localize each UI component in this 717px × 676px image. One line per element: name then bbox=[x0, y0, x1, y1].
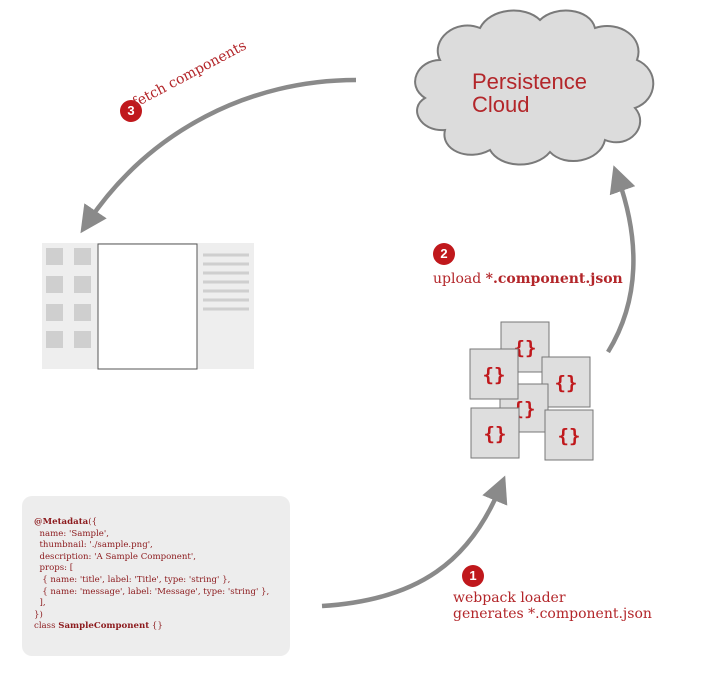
palette-tile bbox=[46, 304, 63, 321]
code-line: { name: 'title', label: 'Title', type: '… bbox=[34, 574, 231, 585]
code-line: ({ bbox=[88, 517, 98, 527]
palette-tile bbox=[74, 276, 91, 293]
step-2-label: upload *.component.json bbox=[433, 271, 623, 287]
svg-text:{}: {} bbox=[555, 372, 578, 394]
cloud-label: Persistence Cloud bbox=[472, 70, 587, 116]
arrow-fetch bbox=[80, 77, 357, 234]
palette-tile bbox=[74, 331, 91, 348]
editor-mockup bbox=[42, 243, 254, 370]
code-line: thumbnail: './sample.png', bbox=[34, 540, 153, 551]
component-card: {} bbox=[470, 407, 520, 459]
component-card: {} bbox=[541, 356, 591, 408]
step-1-label: webpack loader generates *.component.jso… bbox=[453, 590, 652, 622]
step-1-line1: webpack loader bbox=[453, 590, 566, 606]
palette-tile bbox=[74, 248, 91, 265]
svg-text:{}: {} bbox=[484, 423, 507, 445]
arrow-upload bbox=[606, 165, 636, 354]
code-line: props: [ bbox=[34, 563, 74, 574]
metadata-code-snippet: @Metadata({ name: 'Sample', thumbnail: '… bbox=[34, 517, 269, 633]
code-line: {} bbox=[149, 621, 163, 632]
code-line: description: 'A Sample Component', bbox=[34, 551, 196, 562]
code-line: class bbox=[34, 621, 59, 632]
step-2-prefix: upload bbox=[433, 271, 486, 287]
properties-panel bbox=[203, 253, 249, 311]
step-1-line2: generates *.component.json bbox=[453, 606, 652, 622]
code-line: name: 'Sample', bbox=[34, 528, 109, 539]
step-2-badge: 2 bbox=[433, 243, 455, 265]
svg-text:{}: {} bbox=[483, 364, 506, 386]
component-cards: {} {} {} {} {} {} bbox=[469, 321, 594, 461]
code-decorator: @Metadata bbox=[34, 517, 89, 527]
component-card: {} bbox=[500, 321, 550, 373]
code-line: ], bbox=[34, 598, 46, 609]
palette-tile bbox=[46, 331, 63, 348]
code-class-name: SampleComponent bbox=[58, 621, 150, 632]
code-line: }) bbox=[34, 609, 43, 620]
editor-canvas bbox=[97, 243, 198, 370]
step-1-badge: 1 bbox=[462, 565, 484, 587]
persistence-cloud bbox=[414, 9, 655, 166]
arrow-generate bbox=[321, 475, 508, 609]
svg-text:{}: {} bbox=[514, 337, 537, 359]
component-card: {} bbox=[544, 409, 594, 461]
cloud-title-line1: Persistence bbox=[472, 69, 587, 94]
step-2-filename: *.component.json bbox=[485, 271, 623, 287]
svg-text:{}: {} bbox=[558, 425, 581, 447]
palette-tile bbox=[74, 304, 91, 321]
component-card: {} bbox=[469, 348, 519, 400]
palette-tile bbox=[46, 248, 63, 265]
code-snippet-box bbox=[22, 496, 290, 656]
cloud-title-line2: Cloud bbox=[472, 92, 530, 117]
step-3-badge: 3 bbox=[120, 100, 142, 122]
palette-tile bbox=[46, 276, 63, 293]
code-line: { name: 'message', label: 'Message', typ… bbox=[34, 586, 270, 597]
